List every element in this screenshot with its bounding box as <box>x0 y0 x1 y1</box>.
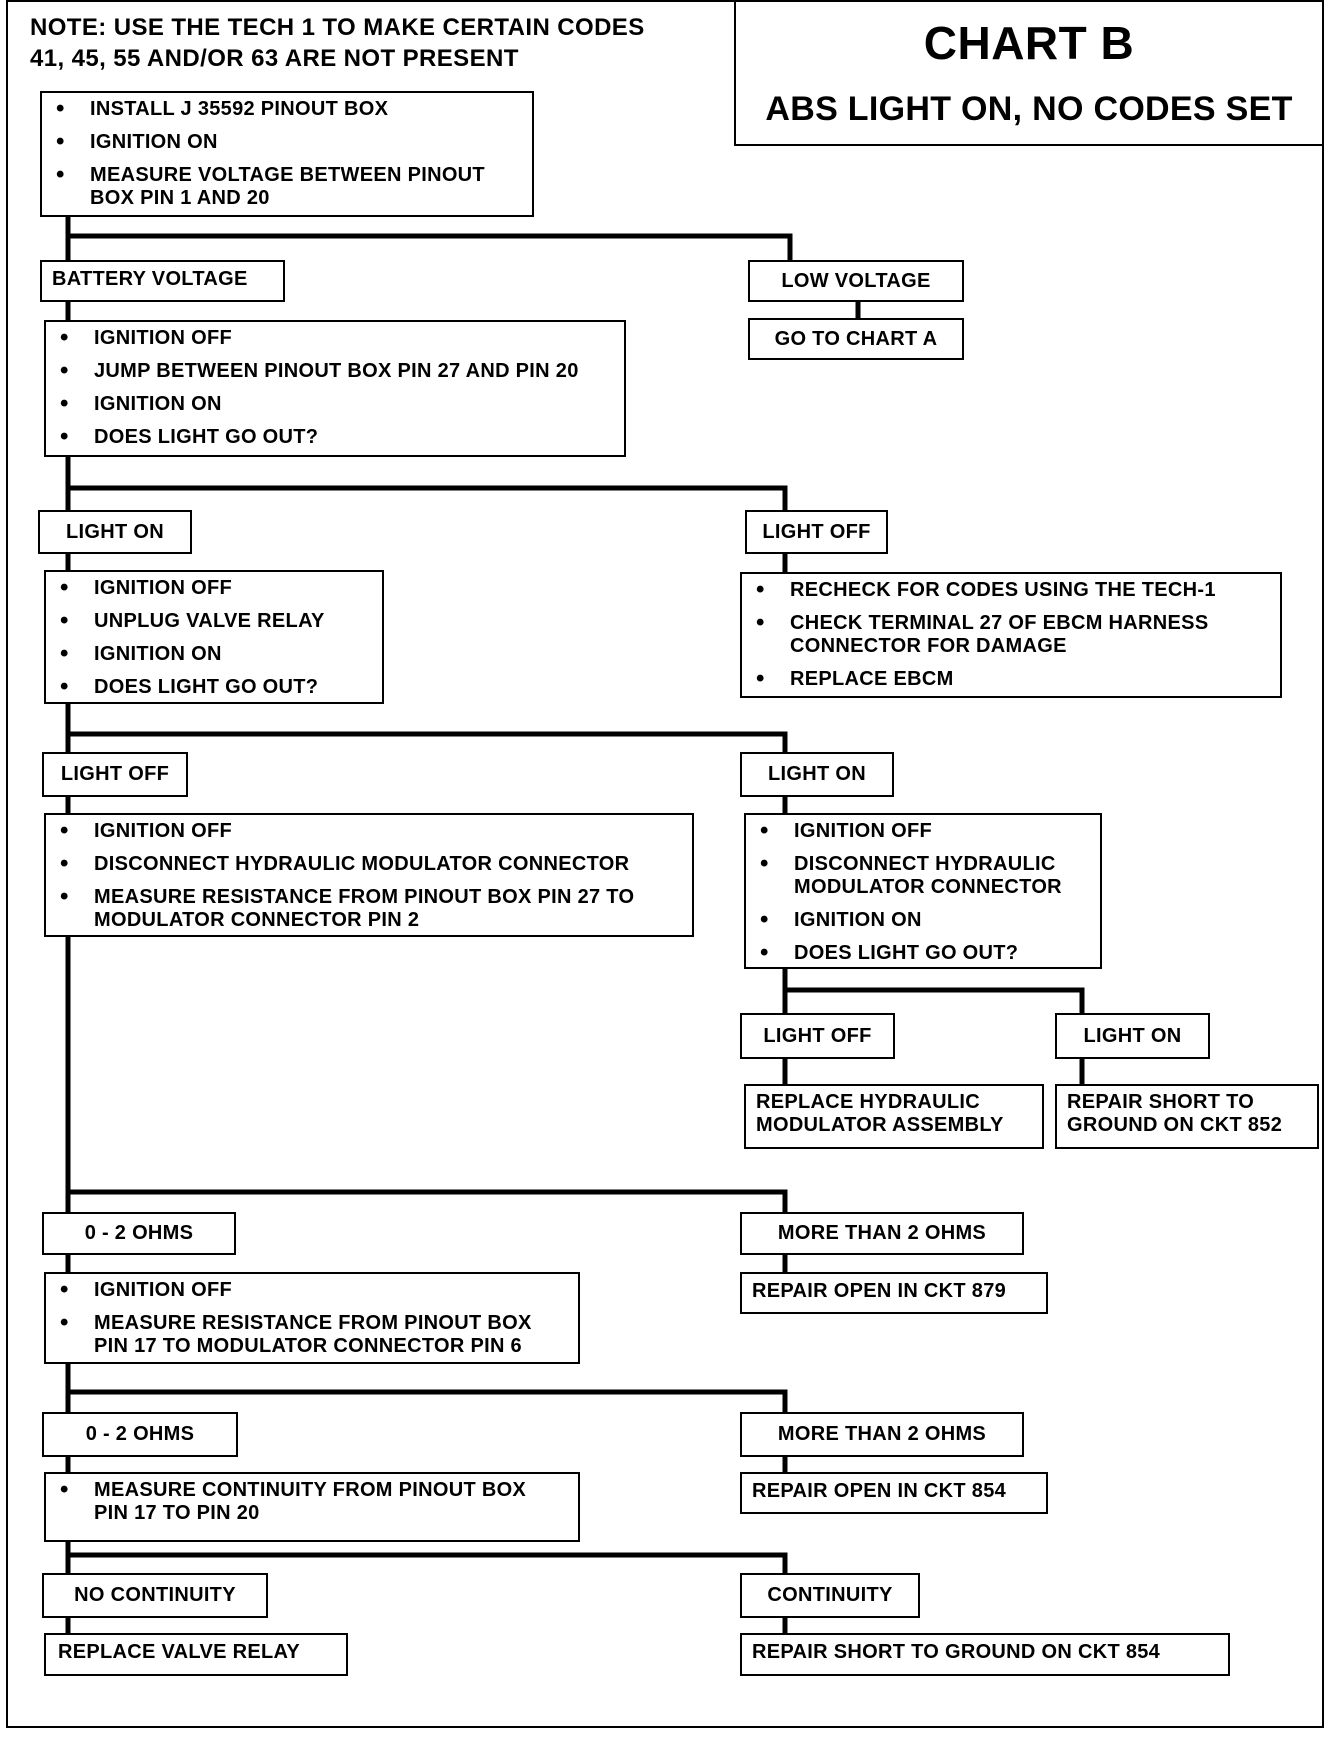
connector <box>65 452 788 515</box>
outcome-light-off: LIGHT OFF <box>740 1013 895 1059</box>
chart-frame <box>6 0 1324 1728</box>
connector <box>65 212 793 265</box>
outcome-low-voltage: LOW VOLTAGE <box>748 260 964 302</box>
step-unplug-valve-relay: IGNITION OFF UNPLUG VALVE RELAY IGNITION… <box>44 570 384 704</box>
step-item: IGNITION ON <box>54 130 524 154</box>
outcome-no-continuity: NO CONTINUITY <box>42 1573 268 1618</box>
outcome-light-off: LIGHT OFF <box>42 752 188 797</box>
step-item: MEASURE CONTINUITY FROM PINOUT BOX PIN 1… <box>58 1478 570 1525</box>
action-repair-short-852: REPAIR SHORT TO GROUND ON CKT 852 <box>1055 1084 1319 1149</box>
chart-title: CHART B <box>923 17 1135 69</box>
step-item: IGNITION OFF <box>58 1278 570 1302</box>
outcome-light-off: LIGHT OFF <box>745 510 888 554</box>
step-item: IGNITION ON <box>58 642 374 666</box>
outcome-0-2-ohms: 0 - 2 OHMS <box>42 1212 236 1255</box>
step-item: UNPLUG VALVE RELAY <box>58 609 374 633</box>
outcome-continuity: CONTINUITY <box>740 1573 920 1618</box>
step-item: MEASURE RESISTANCE FROM PINOUT BOX PIN 2… <box>58 885 684 932</box>
step-measure-continuity: MEASURE CONTINUITY FROM PINOUT BOX PIN 1… <box>44 1472 580 1542</box>
step-install-pinout-box: INSTALL J 35592 PINOUT BOX IGNITION ON M… <box>40 91 534 217</box>
step-item: MEASURE RESISTANCE FROM PINOUT BOX PIN 1… <box>58 1311 570 1358</box>
connector <box>65 1537 788 1578</box>
outcome-light-on: LIGHT ON <box>38 510 192 554</box>
step-item: REPLACE EBCM <box>754 667 1272 691</box>
step-item: IGNITION OFF <box>58 326 616 350</box>
step-item: JUMP BETWEEN PINOUT BOX PIN 27 AND PIN 2… <box>58 359 616 383</box>
step-item: DOES LIGHT GO OUT? <box>758 941 1092 965</box>
chart-subtitle: ABS LIGHT ON, NO CODES SET <box>765 90 1293 128</box>
action-repair-short-854: REPAIR SHORT TO GROUND ON CKT 854 <box>740 1633 1230 1676</box>
step-jump-pins: IGNITION OFF JUMP BETWEEN PINOUT BOX PIN… <box>44 320 626 457</box>
step-measure-resistance-pin17: IGNITION OFF MEASURE RESISTANCE FROM PIN… <box>44 1272 580 1364</box>
step-item: CHECK TERMINAL 27 OF EBCM HARNESS CONNEC… <box>754 611 1272 658</box>
step-disconnect-modulator: IGNITION OFF DISCONNECT HYDRAULIC MODULA… <box>744 813 1102 969</box>
action-repair-open-854: REPAIR OPEN IN CKT 854 <box>740 1472 1048 1514</box>
connector <box>65 932 788 1217</box>
step-item: IGNITION OFF <box>58 819 684 843</box>
step-item: MEASURE VOLTAGE BETWEEN PINOUT BOX PIN 1… <box>54 163 524 210</box>
step-item: DISCONNECT HYDRAULIC MODULATOR CONNECTOR <box>758 852 1092 899</box>
step-item: DOES LIGHT GO OUT? <box>58 675 374 699</box>
outcome-more-than-2-ohms: MORE THAN 2 OHMS <box>740 1212 1024 1255</box>
step-item: DOES LIGHT GO OUT? <box>58 425 616 449</box>
outcome-light-on: LIGHT ON <box>740 752 894 797</box>
step-item: RECHECK FOR CODES USING THE TECH-1 <box>754 578 1272 602</box>
step-item: IGNITION ON <box>758 908 1092 932</box>
outcome-light-on: LIGHT ON <box>1055 1013 1210 1059</box>
note-text: NOTE: USE THE TECH 1 TO MAKE CERTAIN COD… <box>30 14 645 72</box>
connector <box>782 964 1085 1018</box>
outcome-more-than-2-ohms: MORE THAN 2 OHMS <box>740 1412 1024 1457</box>
action-repair-open-879: REPAIR OPEN IN CKT 879 <box>740 1272 1048 1314</box>
action-replace-valve-relay: REPLACE VALVE RELAY <box>44 1633 348 1676</box>
action-replace-modulator: REPLACE HYDRAULIC MODULATOR ASSEMBLY <box>744 1084 1044 1149</box>
step-item: INSTALL J 35592 PINOUT BOX <box>54 97 524 121</box>
step-item: IGNITION OFF <box>58 576 374 600</box>
step-item: IGNITION ON <box>58 392 616 416</box>
outcome-0-2-ohms: 0 - 2 OHMS <box>42 1412 238 1457</box>
connector <box>65 699 788 757</box>
step-item: IGNITION OFF <box>758 819 1092 843</box>
connector <box>65 1359 788 1417</box>
action-recheck-ebcm: RECHECK FOR CODES USING THE TECH-1 CHECK… <box>740 572 1282 698</box>
outcome-battery-voltage: BATTERY VOLTAGE <box>40 260 285 302</box>
step-item: DISCONNECT HYDRAULIC MODULATOR CONNECTOR <box>58 852 684 876</box>
title-box: CHART B ABS LIGHT ON, NO CODES SET <box>734 0 1324 146</box>
step-measure-resistance-pin27: IGNITION OFF DISCONNECT HYDRAULIC MODULA… <box>44 813 694 937</box>
action-go-to-chart-a: GO TO CHART A <box>748 318 964 360</box>
